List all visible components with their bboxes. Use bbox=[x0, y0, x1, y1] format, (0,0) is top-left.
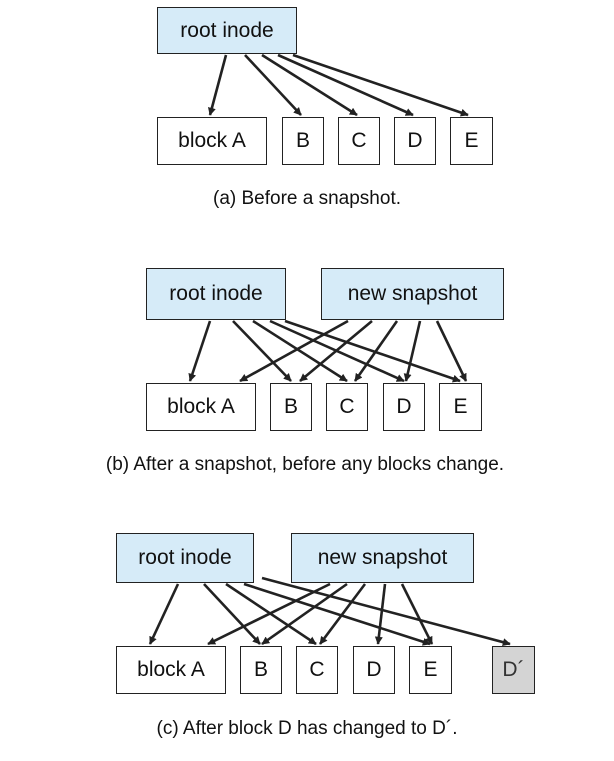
panel-c-block-e: E bbox=[409, 646, 452, 694]
panel-a-arrow-root-to-d bbox=[277, 53, 414, 117]
panel-a-block-b: B bbox=[282, 117, 324, 165]
panel-a-block-d: D bbox=[394, 117, 436, 165]
panel-b-arrow-snap-to-e bbox=[435, 320, 468, 382]
panel-b-block-a: block A bbox=[146, 383, 256, 431]
panel-a-block-a: block A bbox=[157, 117, 267, 165]
panel-c-caption: (c) After block D has changed to D´. bbox=[156, 718, 458, 739]
panel-b-arrow-snap-to-d bbox=[403, 320, 422, 382]
panel-b-caption: (b) After a snapshot, before any blocks … bbox=[105, 454, 505, 475]
panel-b-arrow-root-to-e bbox=[284, 319, 461, 383]
panel-b-arrow-root-to-c bbox=[252, 319, 348, 383]
panel-c-arrow-root-to-e bbox=[243, 582, 431, 646]
panel-c-arrow-snap-to-e bbox=[400, 583, 434, 645]
panel-b-block-d: D bbox=[383, 383, 425, 431]
panel-b-arrow-root-to-a bbox=[188, 320, 212, 382]
panel-a-arrow-root-to-c bbox=[261, 53, 358, 117]
panel-c-block-b: B bbox=[240, 646, 282, 694]
panel-a-arrow-root-to-b bbox=[244, 54, 302, 116]
panel-b-arrow-snap-to-a bbox=[239, 319, 349, 383]
panel-c-root-inode: root inode bbox=[116, 533, 254, 583]
panel-a-arrow-root-to-e bbox=[292, 53, 469, 117]
panel-c-arrow-snap-to-a bbox=[207, 582, 331, 646]
panel-c-block-d: D bbox=[353, 646, 395, 694]
panel-b-block-e: E bbox=[439, 383, 482, 431]
panel-a-arrow-root-to-a bbox=[207, 54, 228, 116]
panel-b-new-snapshot: new snapshot bbox=[321, 268, 504, 320]
panel-c-arrow-snap-to-d bbox=[374, 583, 387, 645]
panel-c-block-a: block A bbox=[116, 646, 226, 694]
panel-b-block-b: B bbox=[270, 383, 312, 431]
panel-c-block-d-prime: D´ bbox=[492, 646, 535, 694]
panel-c-new-snapshot: new snapshot bbox=[291, 533, 474, 583]
panel-c-arrow-snap-to-c bbox=[318, 583, 367, 645]
panel-a-block-e: E bbox=[450, 117, 493, 165]
panel-b-arrow-snap-to-b bbox=[299, 320, 373, 382]
panel-a-root-inode: root inode bbox=[157, 7, 297, 54]
panel-b-root-inode: root inode bbox=[146, 268, 286, 320]
panel-c-arrow-root-to-d-prime bbox=[261, 576, 511, 647]
panel-c-arrow-root-to-b bbox=[203, 583, 261, 645]
panel-b-block-c: C bbox=[326, 383, 368, 431]
panel-b-arrow-snap-to-c bbox=[353, 320, 399, 382]
panel-c-arrow-root-to-a bbox=[148, 583, 180, 645]
panel-c-block-c: C bbox=[296, 646, 338, 694]
panel-a-block-c: C bbox=[338, 117, 380, 165]
panel-a-caption: (a) Before a snapshot. bbox=[213, 188, 401, 209]
panel-c-arrow-snap-to-b bbox=[261, 582, 348, 646]
panel-b-arrow-root-to-b bbox=[232, 320, 292, 382]
